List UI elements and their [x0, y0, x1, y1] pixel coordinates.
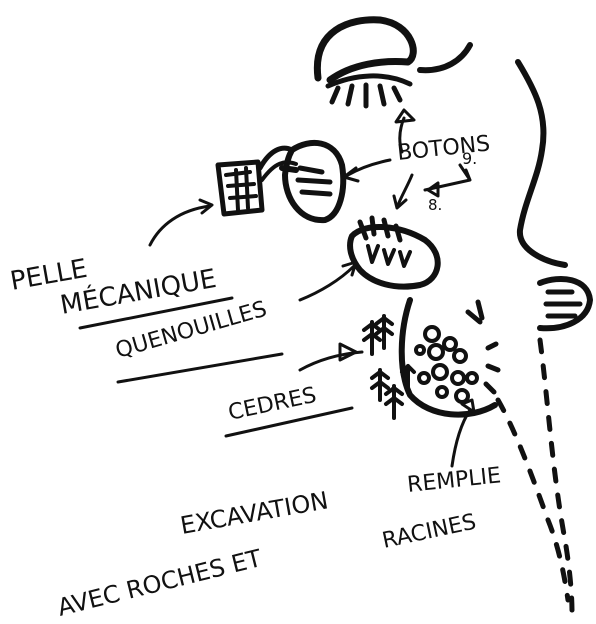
avec-roches-label: AVEC ROCHES ET — [55, 544, 265, 619]
arrow-head-up — [396, 110, 414, 122]
cattail-bed — [350, 218, 438, 287]
bouton-number-9: 9. — [462, 149, 477, 168]
excavation-basin — [282, 143, 343, 220]
cedar-cluster-icon — [364, 316, 414, 418]
racines-label: RACINES — [380, 510, 478, 554]
dashed-path — [498, 340, 572, 612]
rock-filled-excavation — [402, 300, 498, 415]
top-bud — [317, 20, 413, 106]
excavation-label: EXCAVATION — [178, 486, 330, 540]
bouton-number-8: 8. — [428, 196, 442, 214]
remplie-label: REMPLIE — [406, 463, 502, 498]
